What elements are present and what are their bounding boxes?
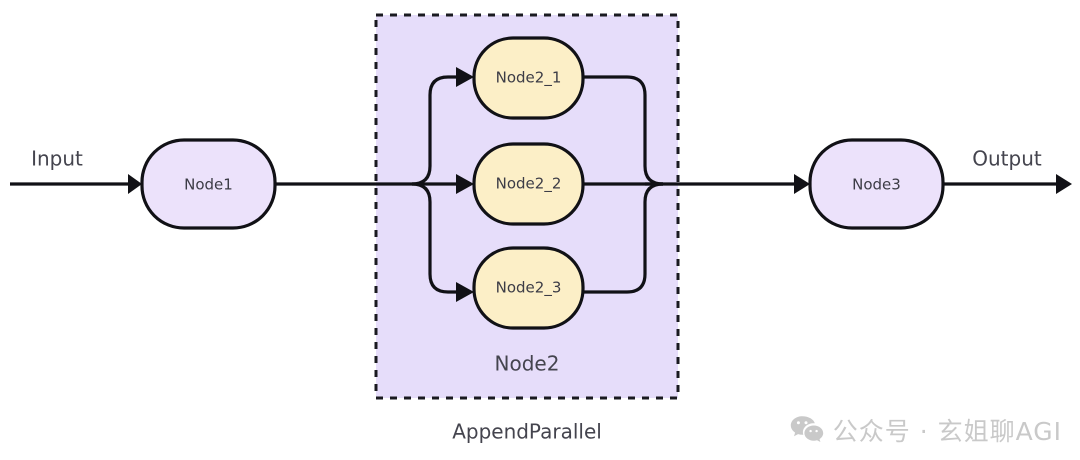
node-node1[interactable]: Node1 [140,138,277,230]
node2_3-shape[interactable] [472,246,585,330]
edge-label-input: Input [31,147,83,171]
node2_1-arrowhead [456,67,474,87]
edge-merge-to-node3 [645,174,810,194]
edge-node2_3-to-merge [583,182,664,294]
edge-split-to-node2_3 [411,182,474,302]
node2_2-arrowhead [456,174,474,194]
input-arrowhead [128,174,142,194]
edge-node2_1-to-merge [583,75,664,186]
watermark-text: 公众号 · 玄姐聊AGI [832,417,1062,446]
wechat-icon [790,415,824,445]
output-arrowhead [1056,174,1072,194]
edge-split-to-node2_1 [411,67,474,186]
edge-input [10,174,142,194]
node-node3[interactable]: Node3 [808,138,945,230]
node2_3-arrowhead [456,282,474,302]
edge-label-output: Output [972,147,1042,171]
group-label-node2: Node2 [495,352,560,376]
edge-output [943,174,1072,194]
group-caption-append-parallel: AppendParallel [452,420,602,444]
watermark: 公众号 · 玄姐聊AGI [790,412,1062,448]
node-node2_2[interactable]: Node2_2 [472,142,585,226]
node2_2-label: Node2_2 [496,175,562,194]
node3-arrowhead [794,174,810,194]
node-node2_1[interactable]: Node2_1 [472,36,585,120]
node1-label: Node1 [184,176,233,194]
node3-label: Node3 [852,176,901,194]
node2_3-label: Node2_3 [496,279,562,298]
node2_1-label: Node2_1 [496,69,562,88]
node-node2_3[interactable]: Node2_3 [472,246,585,330]
